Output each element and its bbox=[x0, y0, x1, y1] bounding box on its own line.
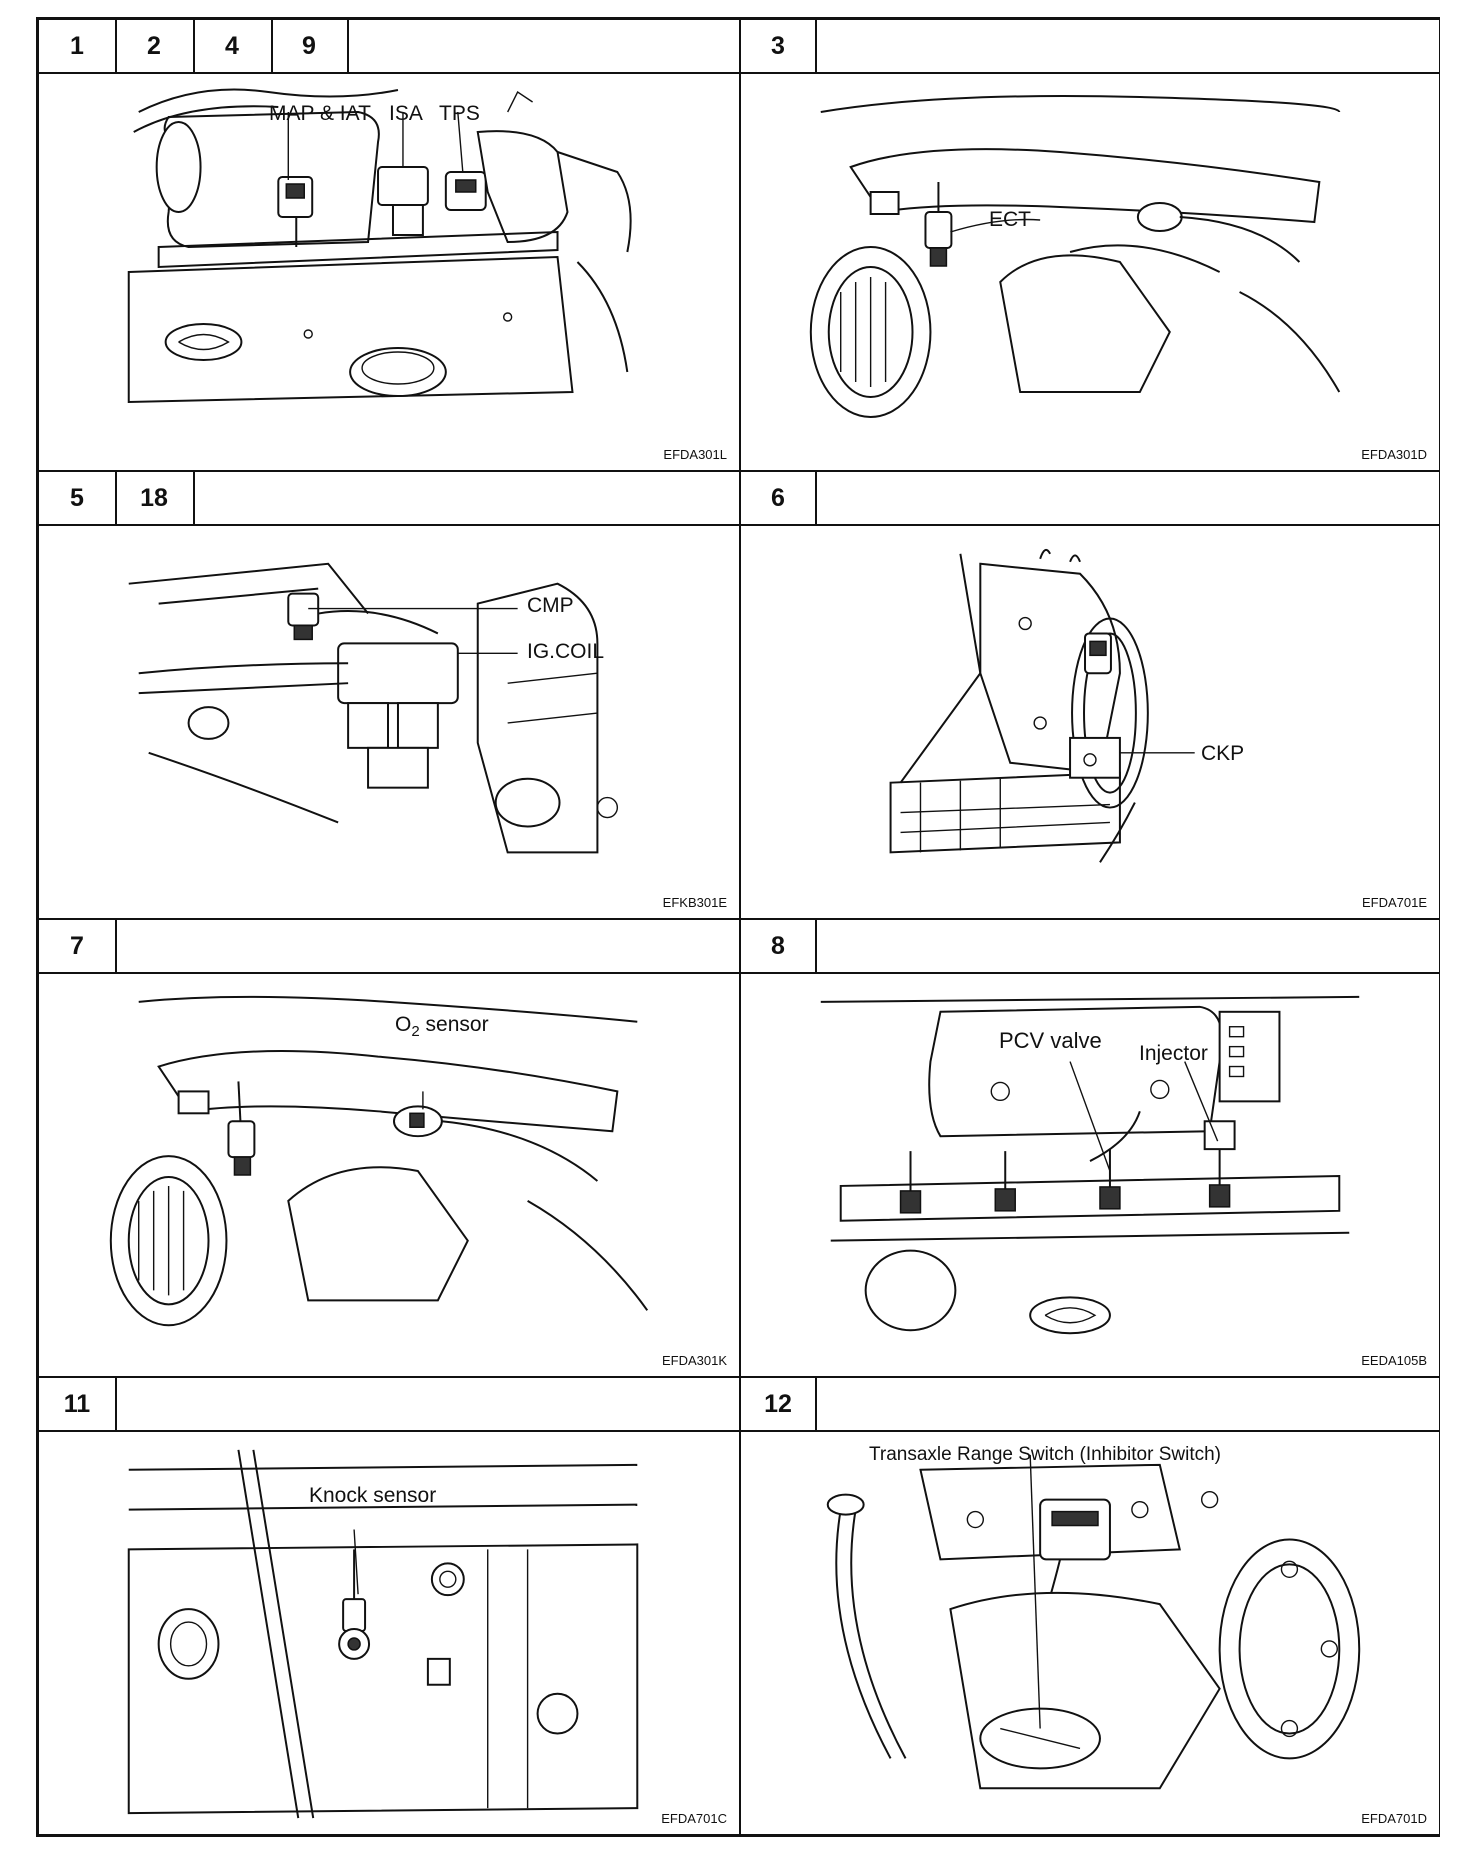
engine-illustration bbox=[741, 972, 1439, 1376]
step-number-cell: 6 bbox=[741, 472, 817, 524]
callout-o2-subscript: 2 bbox=[411, 1023, 420, 1041]
callout-transaxle-range-switch: Transaxle Range Switch (Inhibitor Switch… bbox=[869, 1444, 1221, 1465]
panel-o2-sensor: 7 bbox=[38, 919, 740, 1377]
panel-header: 3 bbox=[741, 20, 1439, 74]
step-number-cell: 1 bbox=[39, 20, 117, 72]
panel-transaxle-range-switch: 12 bbox=[740, 1377, 1440, 1835]
callout-o2-letter: O bbox=[395, 1013, 412, 1036]
step-number-cell: 3 bbox=[741, 20, 817, 72]
panel-map-iat-isa-tps: 1 2 4 9 bbox=[38, 19, 740, 471]
figure-code: EFDA701E bbox=[1361, 895, 1427, 910]
figure-code: EFDA301K bbox=[661, 1353, 727, 1368]
figure-code: EFDA301L bbox=[663, 447, 727, 462]
engine-illustration bbox=[39, 72, 739, 470]
step-number-cell: 18 bbox=[115, 472, 195, 524]
callout-ig-coil: IG.COIL bbox=[527, 640, 605, 663]
callout-cmp: CMP bbox=[527, 594, 574, 617]
step-number-cell: 4 bbox=[193, 20, 273, 72]
engine-illustration bbox=[741, 524, 1439, 918]
figure-code: EFDA701C bbox=[661, 1811, 727, 1826]
panel-pcv-injector: 8 bbox=[740, 919, 1440, 1377]
panel-header: 11 bbox=[39, 1378, 739, 1432]
callout-isa: ISA bbox=[389, 102, 423, 125]
figure-code: EFDA701D bbox=[1361, 1811, 1427, 1826]
engine-illustration bbox=[741, 72, 1439, 470]
step-number-cell: 7 bbox=[39, 920, 117, 972]
callout-map-iat: MAP & IAT bbox=[269, 102, 371, 125]
callout-ckp: CKP bbox=[1201, 742, 1245, 765]
step-number-cell: 12 bbox=[741, 1378, 817, 1430]
figure-code: EFDA301D bbox=[1361, 447, 1427, 462]
step-number-cell: 2 bbox=[115, 20, 195, 72]
engine-illustration bbox=[39, 1430, 739, 1834]
panel-ckp: 6 bbox=[740, 471, 1440, 919]
panel-header: 7 bbox=[39, 920, 739, 974]
panel-ect: 3 bbox=[740, 19, 1440, 471]
callout-ect: ECT bbox=[989, 208, 1031, 231]
panel-header: 6 bbox=[741, 472, 1439, 526]
callout-o2-sensor: O2 sensor bbox=[395, 1013, 489, 1040]
panel-header: 5 18 bbox=[39, 472, 739, 526]
step-number-cell: 9 bbox=[271, 20, 349, 72]
panel-cmp-ig-coil: 5 18 bbox=[38, 471, 740, 919]
callout-o2-word: sensor bbox=[425, 1013, 489, 1036]
callout-tps: TPS bbox=[439, 102, 480, 125]
engine-illustration bbox=[741, 1430, 1439, 1834]
component-location-sheet: 1 2 4 9 bbox=[36, 17, 1440, 1837]
panel-header: 12 bbox=[741, 1378, 1439, 1432]
step-number-cell: 11 bbox=[39, 1378, 117, 1430]
engine-illustration bbox=[39, 524, 739, 918]
callout-knock-sensor: Knock sensor bbox=[309, 1484, 437, 1507]
figure-code: EFKB301E bbox=[662, 895, 727, 910]
step-number-cell: 5 bbox=[39, 472, 117, 524]
callout-pcv-valve: PCV valve bbox=[999, 1028, 1102, 1053]
panel-knock-sensor: 11 bbox=[38, 1377, 740, 1835]
callout-injector: Injector bbox=[1139, 1042, 1208, 1065]
panel-header: 8 bbox=[741, 920, 1439, 974]
figure-code: EEDA105B bbox=[1361, 1353, 1427, 1368]
step-number-cell: 8 bbox=[741, 920, 817, 972]
panel-header: 1 2 4 9 bbox=[39, 20, 739, 74]
engine-illustration bbox=[39, 972, 739, 1376]
